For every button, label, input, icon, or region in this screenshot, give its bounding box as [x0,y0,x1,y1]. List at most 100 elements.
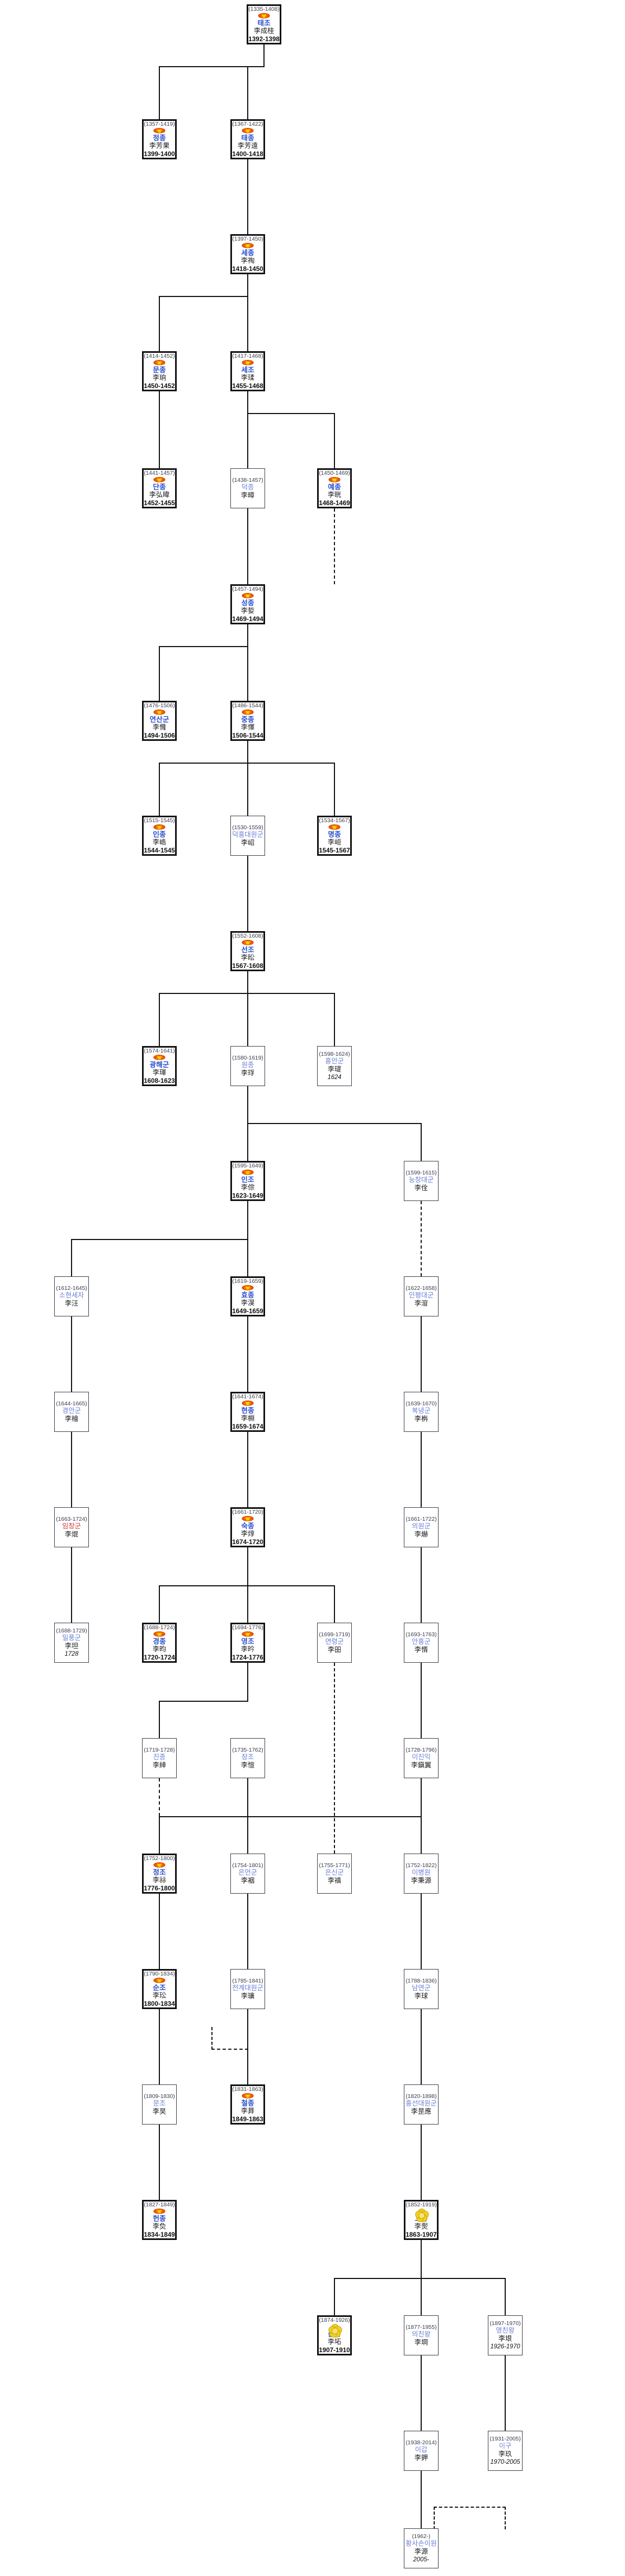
person-name: 이구 [499,2442,512,2450]
reign-period: 1506-1544 [232,732,263,739]
life-years: (1752-1800) [144,1855,175,1862]
life-years: (1820-1898) [405,2093,437,2100]
life-years: (1397-1450) [232,236,263,242]
person-hanja: 李昖 [241,954,255,961]
dragon-seal-icon [153,1862,165,1868]
connector-line [334,993,335,1046]
dragon-seal-icon [242,709,254,715]
life-years: (1622-1658) [405,1285,437,1292]
person-name: 문종 [153,366,166,374]
person-node-sunjong[interactable]: (1874-1926)순종李坧1907-1910 [317,2315,352,2355]
life-years: (1530-1559) [232,824,263,831]
dragon-seal-icon [328,824,340,830]
life-years: (1962-) [412,2533,430,2540]
person-hanja: 李峼 [152,838,166,846]
connector-line [505,2355,506,2431]
person-name: 진종 [153,1753,166,1761]
reign-period: 1800-1834 [144,2000,175,2007]
connector-line [247,624,248,646]
connector-line-dashed [159,1778,160,1816]
dragon-seal-icon [153,709,165,715]
connector-line-dashed [211,2027,212,2050]
person-name: 인평대군 [408,1292,434,1299]
person-name: 현종 [241,1406,254,1415]
life-years: (1619-1659) [232,1278,263,1284]
connector-line-dashed [505,2507,506,2529]
person-node-gojong[interactable]: (1852-1919)고종李㷩1863-1907 [404,2200,439,2240]
person-hanja: 李裀 [241,1877,255,1884]
person-hanja: 李垠 [498,2335,512,2342]
person-name: 연령군 [325,1638,344,1645]
connector-line [247,1432,248,1507]
connector-line [421,1316,422,1392]
person-hanja: 李鎭翼 [411,1761,431,1769]
person-hanja: 李焜 [65,1531,79,1538]
life-years: (1450-1469) [319,470,350,476]
life-years: (1874-1926) [319,2317,350,2323]
person-name: 정조 [153,1868,166,1876]
reign-period: 1567-1608 [232,962,263,970]
person-name: 숙종 [241,1522,254,1530]
connector-line [159,646,248,647]
connector-line [247,159,248,234]
life-years: (1515-1545) [144,817,175,824]
connector-line [159,296,160,351]
person-hanja: 李瑈 [241,374,255,382]
connector-line [334,2278,335,2315]
